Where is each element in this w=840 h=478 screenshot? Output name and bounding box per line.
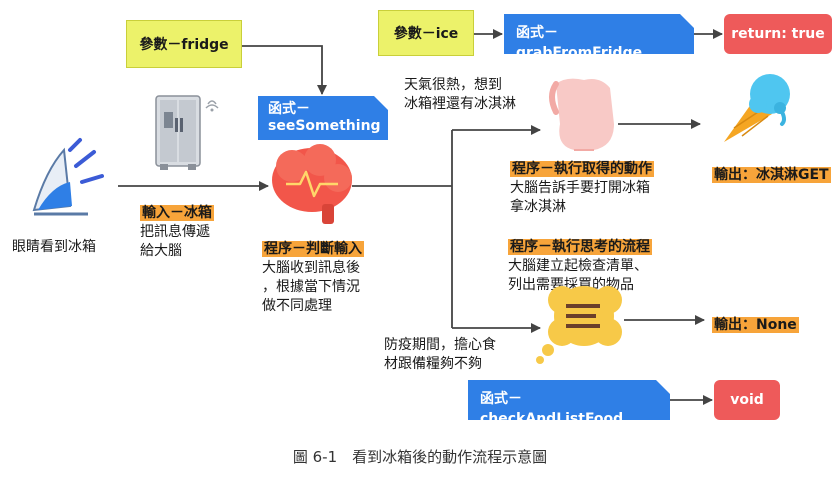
- process-judge-line-1: 大腦收到訊息後: [262, 260, 360, 276]
- function-check-and-list-food: 函式－checkAndListFood: [468, 380, 670, 420]
- pandemic-line-1: 防疫期間，擔心食: [384, 337, 496, 353]
- param-ice: 參數－ice: [378, 10, 474, 56]
- output-icecream-wrap: 輸出：冰淇淋GET: [712, 166, 831, 185]
- process-think-line-1: 大腦建立起檢查清單、: [508, 258, 648, 274]
- function-see-something: 函式－ seeSomething: [258, 96, 388, 140]
- pandemic-line-2: 材跟備糧夠不夠: [384, 356, 482, 372]
- process-judge-title: 程序－判斷輸入: [262, 241, 364, 257]
- process-action-line-1: 大腦告訴手要打開冰箱: [510, 180, 650, 196]
- hot-weather-line-1: 天氣很熱，想到: [404, 77, 502, 93]
- process-judge-block: 程序－判斷輸入 大腦收到訊息後 ，根據當下情況 做不同處理: [262, 240, 364, 316]
- connector-fridge-param: [240, 45, 327, 95]
- return-void: void: [714, 380, 780, 420]
- pandemic-note: 防疫期間，擔心食 材跟備糧夠不夠: [384, 336, 496, 374]
- process-think-title: 程序－執行思考的流程: [508, 239, 652, 255]
- input-block: 輸入－冰箱 把訊息傳遞 給大腦: [140, 204, 214, 261]
- param-fridge: 參數－fridge: [126, 20, 242, 68]
- input-line-2: 給大腦: [140, 243, 182, 259]
- input-line-1: 把訊息傳遞: [140, 224, 210, 240]
- process-action-block: 程序－執行取得的動作 大腦告訴手要打開冰箱 拿冰淇淋: [510, 160, 654, 217]
- process-judge-line-2: ，根據當下情況: [262, 279, 360, 295]
- figure-caption: 圖 6-1 看到冰箱後的動作流程示意圖: [292, 448, 548, 466]
- return-true: return: true: [724, 14, 832, 54]
- input-title: 輸入－冰箱: [140, 205, 214, 221]
- hot-weather-line-2: 冰箱裡還有冰淇淋: [404, 96, 516, 112]
- eye-label: 眼睛看到冰箱: [12, 239, 96, 255]
- hot-weather-note: 天氣很熱，想到 冰箱裡還有冰淇淋: [404, 76, 516, 114]
- process-action-line-2: 拿冰淇淋: [510, 199, 566, 215]
- output-none: 輸出：None: [712, 317, 799, 333]
- output-none-wrap: 輸出：None: [712, 316, 799, 335]
- process-action-title: 程序－執行取得的動作: [510, 161, 654, 177]
- function-grab-from-fridge: 函式－grabFromFridge: [504, 14, 694, 54]
- process-judge-line-3: 做不同處理: [262, 298, 332, 314]
- output-icecream: 輸出：冰淇淋GET: [712, 167, 831, 183]
